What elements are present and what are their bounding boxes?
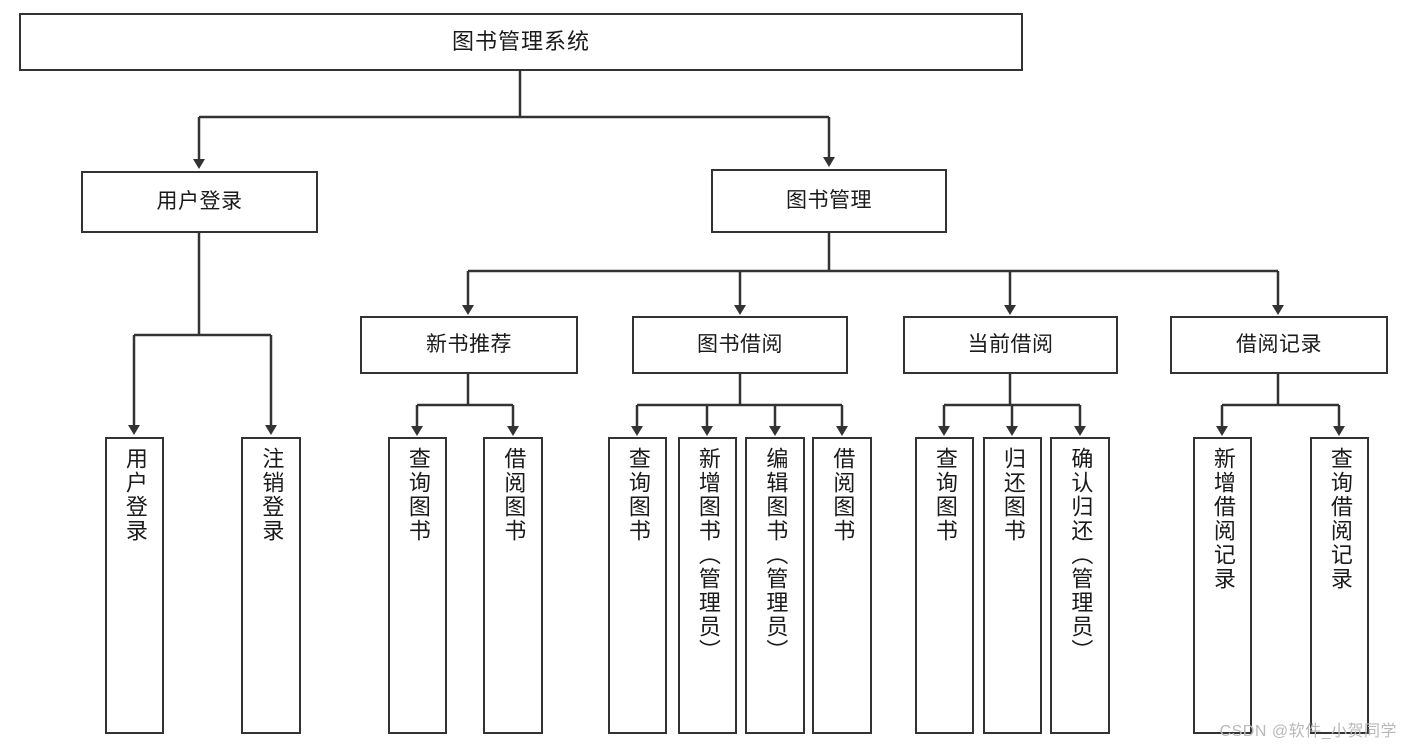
node-new-book-recommend[interactable]: 新书推荐: [360, 316, 578, 374]
node-leaf-add-book-admin[interactable]: 新增图书（管理员）: [678, 437, 737, 734]
node-leaf-add-borrow-record-label: 新增借阅记录: [1210, 447, 1236, 591]
node-leaf-borrow-book-2[interactable]: 借阅图书: [812, 437, 872, 734]
node-user-login-label: 用户登录: [156, 189, 243, 213]
node-leaf-query-borrow-record[interactable]: 查询借阅记录: [1310, 437, 1369, 734]
node-user-login[interactable]: 用户登录: [81, 171, 318, 233]
node-root-label: 图书管理系统: [451, 29, 590, 55]
node-leaf-add-borrow-record[interactable]: 新增借阅记录: [1193, 437, 1252, 734]
node-leaf-query-book-3-label: 查询图书: [932, 447, 958, 543]
csdn-watermark: CSDN @软件_小贺同学: [1219, 723, 1397, 740]
node-borrow-record[interactable]: 借阅记录: [1170, 316, 1388, 374]
node-leaf-confirm-return-admin-label: 确认归还（管理员）: [1068, 447, 1094, 663]
node-borrow-record-label: 借阅记录: [1236, 332, 1322, 356]
node-current-borrow[interactable]: 当前借阅: [903, 316, 1118, 374]
node-leaf-user-login-label: 用户登录: [122, 447, 148, 543]
node-new-book-recommend-label: 新书推荐: [426, 332, 512, 356]
node-leaf-return-book-label: 归还图书: [1000, 447, 1026, 543]
node-leaf-borrow-book-1-label: 借阅图书: [501, 447, 527, 543]
node-leaf-return-book[interactable]: 归还图书: [983, 437, 1042, 734]
node-current-borrow-label: 当前借阅: [967, 332, 1054, 356]
node-root[interactable]: 图书管理系统: [19, 13, 1023, 71]
node-leaf-query-book-3[interactable]: 查询图书: [915, 437, 974, 734]
node-leaf-edit-book-admin[interactable]: 编辑图书（管理员）: [745, 437, 805, 734]
node-leaf-query-book-2-label: 查询图书: [625, 447, 651, 543]
node-book-borrow[interactable]: 图书借阅: [632, 316, 848, 374]
node-book-management[interactable]: 图书管理: [711, 169, 947, 233]
node-leaf-query-book-1[interactable]: 查询图书: [388, 437, 447, 734]
node-leaf-confirm-return-admin[interactable]: 确认归还（管理员）: [1050, 437, 1110, 734]
node-leaf-edit-book-admin-label: 编辑图书（管理员）: [763, 447, 789, 663]
node-leaf-borrow-book-2-label: 借阅图书: [830, 447, 856, 543]
node-leaf-add-book-admin-label: 新增图书（管理员）: [695, 447, 721, 663]
node-leaf-borrow-book-1[interactable]: 借阅图书: [483, 437, 543, 734]
node-leaf-user-login[interactable]: 用户登录: [105, 437, 164, 734]
node-leaf-logout-login[interactable]: 注销登录: [241, 437, 301, 734]
node-leaf-query-borrow-record-label: 查询借阅记录: [1327, 447, 1353, 591]
node-book-borrow-label: 图书借阅: [697, 332, 783, 356]
node-leaf-query-book-2[interactable]: 查询图书: [608, 437, 667, 734]
node-leaf-logout-login-label: 注销登录: [259, 447, 285, 543]
node-book-management-label: 图书管理: [786, 188, 872, 212]
node-leaf-query-book-1-label: 查询图书: [405, 447, 431, 543]
